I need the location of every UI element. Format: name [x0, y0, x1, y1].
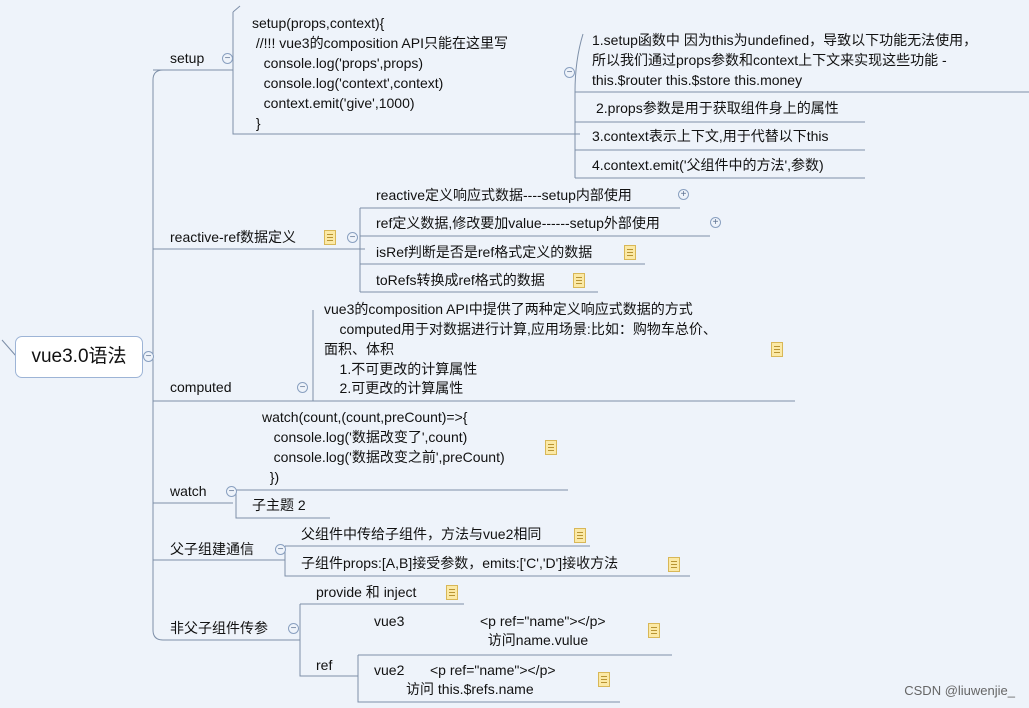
code-line: console.log('数据改变之前',preCount) — [262, 449, 505, 465]
setup-note-3[interactable]: 3.context表示上下文,用于代替以下this — [592, 128, 829, 144]
note-icon[interactable] — [574, 528, 586, 543]
code-line: watch(count,(count,preCount)=>{ — [262, 409, 468, 425]
code-line: } — [252, 115, 261, 131]
code-line: console.log('props',props) — [252, 55, 424, 71]
reactive-item[interactable]: reactive定义响应式数据----setup内部使用 — [376, 187, 632, 203]
torefs-item[interactable]: toRefs转换成ref格式的数据 — [376, 272, 545, 288]
root-topic[interactable]: vue3.0语法 — [15, 336, 143, 378]
ref-item[interactable]: ref定义数据,修改要加value------setup外部使用 — [376, 215, 660, 231]
expand-icon[interactable]: + — [678, 189, 689, 200]
watch-subtopic[interactable]: 子主题 2 — [252, 497, 306, 513]
collapse-icon[interactable]: − — [226, 486, 237, 497]
note-icon[interactable] — [771, 342, 783, 357]
code-line: setup(props,context){ — [252, 15, 385, 31]
detail-line: vue3的composition API中提供了两种定义响应式数据的方式 — [324, 301, 693, 317]
code-line: console.log('数据改变了',count) — [262, 429, 468, 445]
detail-line: computed用于对数据进行计算,应用场景:比如：购物车总价、 — [324, 321, 717, 337]
code-line: //!!! vue3的composition API只能在这里写 — [252, 35, 508, 51]
watch-topic[interactable]: watch — [170, 483, 207, 499]
note-icon[interactable] — [573, 273, 585, 288]
detail-line: 1.不可更改的计算属性 — [324, 361, 478, 377]
note-icon[interactable] — [598, 672, 610, 687]
computed-topic[interactable]: computed — [170, 379, 232, 395]
reactive-ref-topic[interactable]: reactive-ref数据定义 — [170, 229, 297, 245]
collapse-icon[interactable]: − — [222, 53, 233, 64]
isref-item[interactable]: isRef判断是否是ref格式定义的数据 — [376, 244, 593, 260]
ref-item[interactable]: ref — [316, 657, 333, 673]
vue3-item[interactable]: vue3 — [374, 613, 405, 629]
expand-icon[interactable]: + — [710, 217, 721, 228]
code-line: <p ref="name"></p> — [480, 613, 606, 629]
vue2-item[interactable]: vue2 — [374, 662, 405, 678]
code-line: 访问name.vulue — [480, 632, 589, 648]
note-icon[interactable] — [446, 585, 458, 600]
parent-child-item-1[interactable]: 父组件中传给子组件，方法与vue2相同 — [301, 526, 542, 542]
setup-topic[interactable]: setup — [170, 50, 205, 66]
code-line: }) — [262, 469, 280, 485]
code-line: <p ref="name"></p> — [430, 662, 556, 678]
code-line: 访问 this.$refs.name — [406, 681, 534, 697]
detail-line: 面积、体积 — [324, 341, 394, 357]
watermark: CSDN @liuwenjie_ — [904, 683, 1015, 698]
collapse-icon[interactable]: − — [347, 232, 358, 243]
non-parent-topic[interactable]: 非父子组件传参 — [170, 620, 268, 636]
setup-note-4[interactable]: 4.context.emit('父组件中的方法',参数) — [592, 157, 824, 173]
collapse-icon[interactable]: − — [275, 544, 286, 555]
setup-note-2[interactable]: 2.props参数是用于获取组件身上的属性 — [596, 100, 839, 116]
detail-line: 2.可更改的计算属性 — [324, 380, 464, 396]
note-icon[interactable] — [648, 623, 660, 638]
collapse-icon[interactable]: − — [143, 351, 154, 362]
collapse-icon[interactable]: − — [288, 623, 299, 634]
note-line: 所以我们通过props参数和context上下文来实现这些功能 - — [592, 52, 947, 68]
collapse-icon[interactable]: − — [564, 67, 575, 78]
note-icon[interactable] — [668, 557, 680, 572]
provide-inject-item[interactable]: provide 和 inject — [316, 584, 417, 600]
code-line: console.log('context',context) — [252, 75, 444, 91]
note-line: 1.setup函数中 因为this为undefined，导致以下功能无法使用， — [592, 32, 978, 48]
code-line: context.emit('give',1000) — [252, 95, 415, 111]
parent-child-topic[interactable]: 父子组建通信 — [170, 541, 254, 557]
note-line: this.$router this.$store this.money — [592, 72, 803, 88]
note-icon[interactable] — [545, 440, 557, 455]
note-icon[interactable] — [324, 230, 336, 245]
collapse-icon[interactable]: − — [297, 382, 308, 393]
parent-child-item-2[interactable]: 子组件props:[A,B]接受参数，emits:['C','D']接收方法 — [301, 555, 619, 571]
note-icon[interactable] — [624, 245, 636, 260]
